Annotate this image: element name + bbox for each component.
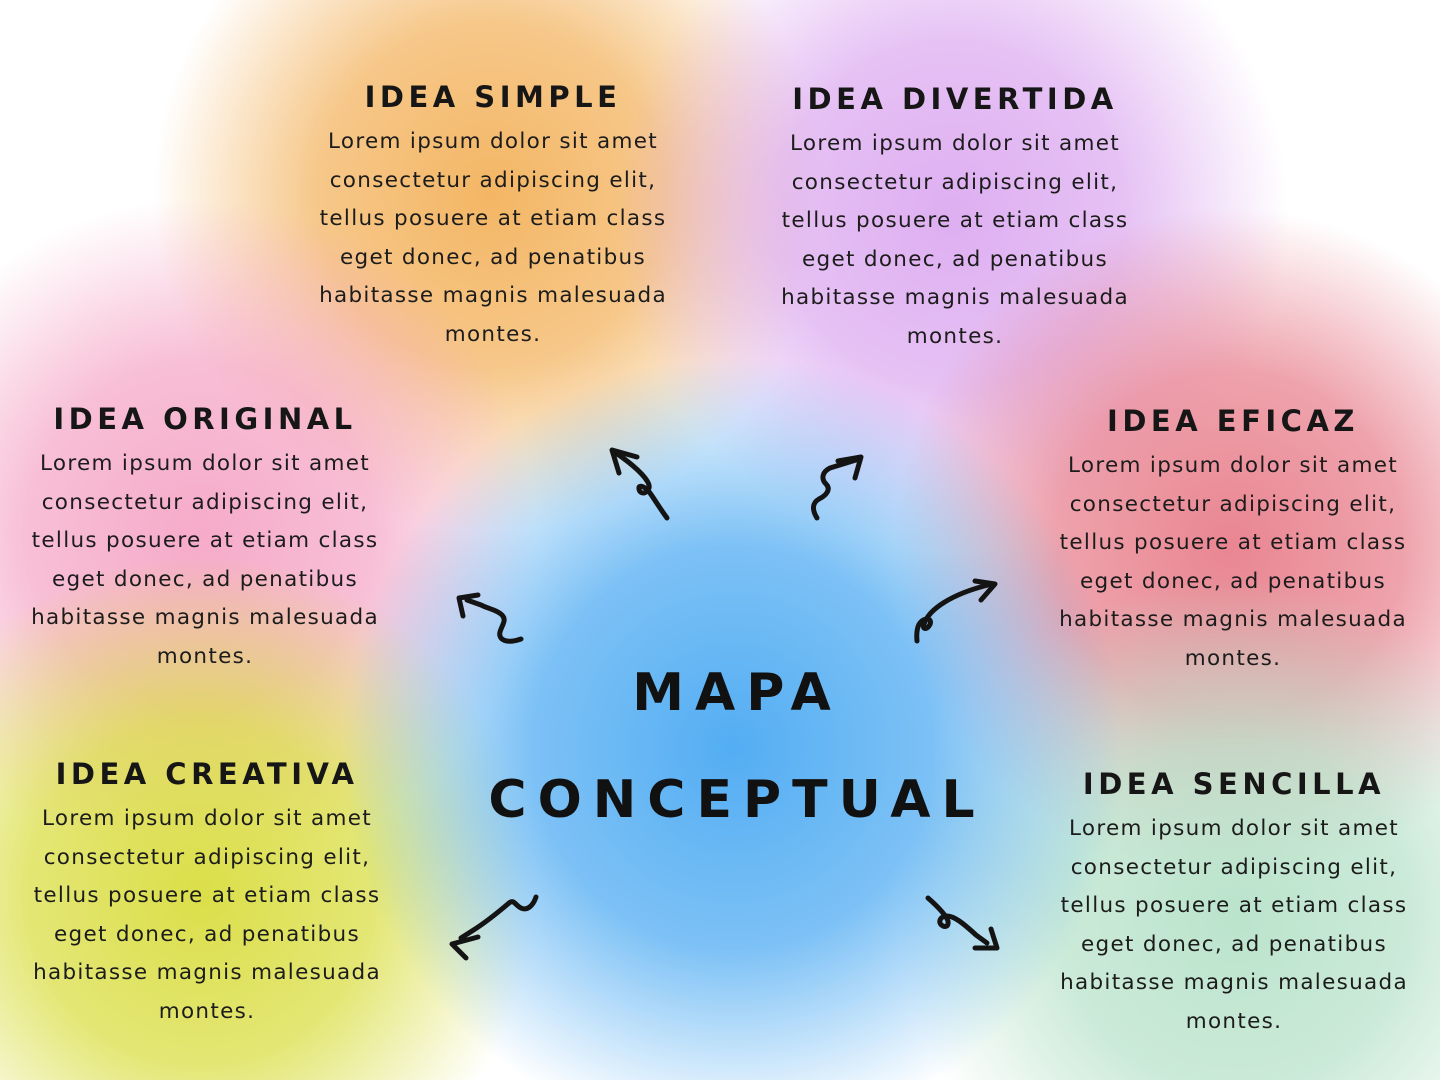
node-body: Lorem ipsum dolor sit amet consectetur a… xyxy=(31,451,379,669)
node-body: Lorem ipsum dolor sit amet consectetur a… xyxy=(1060,816,1408,1034)
node-title: IDEA SENCILLA xyxy=(1082,767,1386,801)
concept-node-idea-original: IDEA ORIGINAL Lorem ipsum dolor sit amet… xyxy=(0,402,415,676)
concept-node-idea-sencilla: IDEA SENCILLA Lorem ipsum dolor sit amet… xyxy=(1024,767,1440,1041)
arrow-to-bottom-left-icon xyxy=(449,894,539,961)
node-title: IDEA ORIGINAL xyxy=(53,402,357,436)
node-body: Lorem ipsum dolor sit amet consectetur a… xyxy=(781,131,1129,349)
center-title: MAPA CONCEPTUAL xyxy=(387,640,1087,854)
arrow-to-bottom-right-icon xyxy=(925,895,1000,951)
arrow-to-right-icon xyxy=(914,578,998,644)
node-title: IDEA CREATIVA xyxy=(55,757,359,791)
arrow-to-left-icon xyxy=(456,592,524,644)
concept-node-idea-simple: IDEA SIMPLE Lorem ipsum dolor sit amet c… xyxy=(283,80,703,354)
concept-node-idea-eficaz: IDEA EFICAZ Lorem ipsum dolor sit amet c… xyxy=(1023,404,1440,678)
center-title-line2: CONCEPTUAL xyxy=(488,770,986,830)
node-body: Lorem ipsum dolor sit amet consectetur a… xyxy=(33,806,381,1024)
node-title: IDEA DIVERTIDA xyxy=(792,82,1118,116)
node-body: Lorem ipsum dolor sit amet consectetur a… xyxy=(1059,453,1407,671)
concept-node-idea-creativa: IDEA CREATIVA Lorem ipsum dolor sit amet… xyxy=(0,757,417,1031)
node-body: Lorem ipsum dolor sit amet consectetur a… xyxy=(319,129,667,347)
arrow-to-top-left-icon xyxy=(609,447,670,521)
center-title-line1: MAPA xyxy=(632,663,842,723)
concept-node-idea-divertida: IDEA DIVERTIDA Lorem ipsum dolor sit ame… xyxy=(745,82,1165,356)
node-title: IDEA SIMPLE xyxy=(364,80,622,114)
node-title: IDEA EFICAZ xyxy=(1107,404,1359,438)
arrow-to-top-right-icon xyxy=(811,454,864,521)
